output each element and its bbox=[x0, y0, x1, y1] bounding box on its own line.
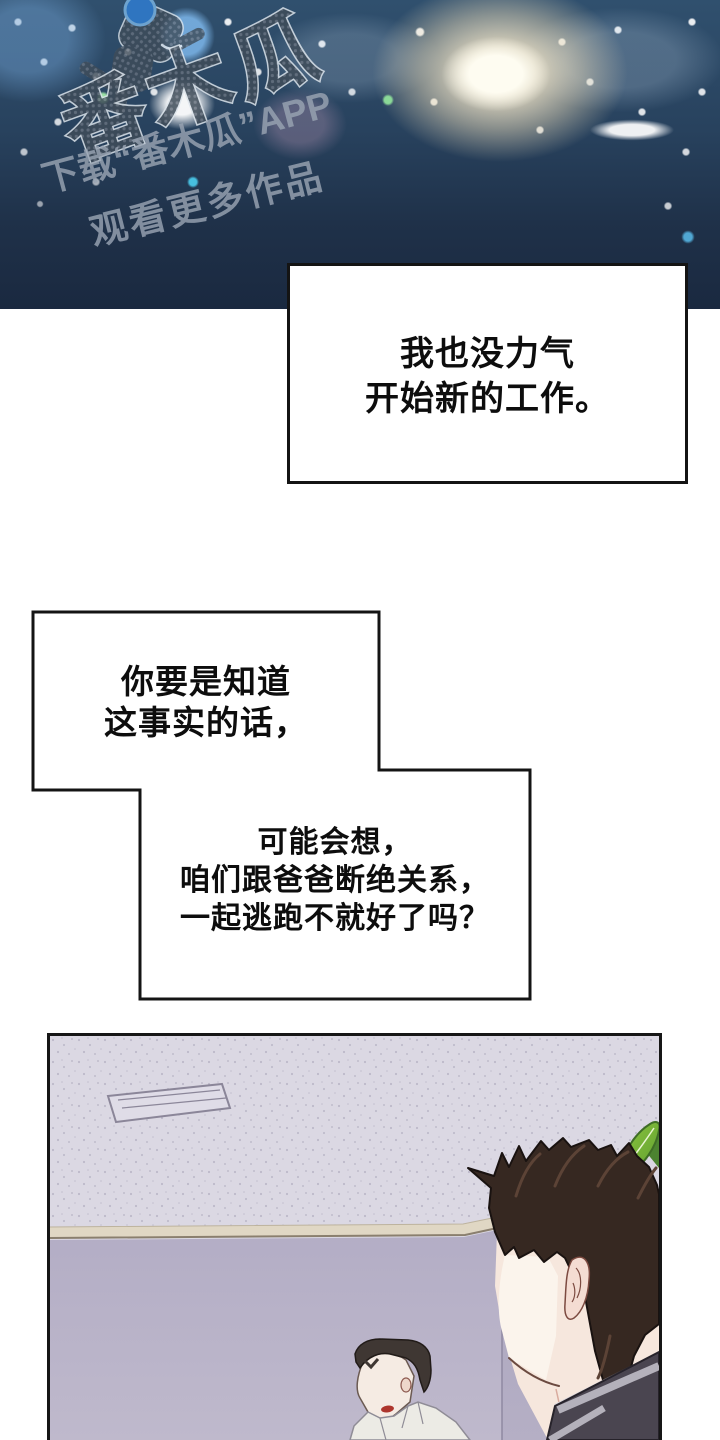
bubble-line: 我也没力气 bbox=[400, 335, 575, 373]
speech-bubble-2-3-outline bbox=[31, 610, 532, 1001]
speech-bubble-3-text: 可能会想， 咱们跟爸爸断绝关系， 一起逃跑不就好了吗？ bbox=[143, 824, 527, 938]
night-cityscape-panel: 番木瓜 下载“番木瓜”APP 观看更多作品 bbox=[0, 0, 720, 309]
papaya-mascot-icon bbox=[79, 0, 205, 114]
speech-bubble-1-text: 我也没力气 开始新的工作。 bbox=[290, 332, 685, 422]
bubble-line: 这事实的话， bbox=[104, 704, 308, 741]
bubble-line: 你要是知道 bbox=[121, 663, 291, 700]
office-scene-illustration bbox=[50, 1036, 659, 1440]
crown-molding bbox=[50, 1215, 503, 1239]
bubble-line: 可能会想， bbox=[257, 826, 413, 859]
bubble-line: 开始新的工作。 bbox=[365, 380, 610, 418]
foreground-man bbox=[467, 1137, 659, 1440]
bubble-line: 咱们跟爸爸断绝关系， bbox=[180, 864, 490, 897]
papaya-watermark-logo: 番木瓜 bbox=[48, 0, 336, 178]
office-scene-panel bbox=[47, 1033, 662, 1440]
speech-bubble-2-text: 你要是知道 这事实的话， bbox=[36, 661, 376, 743]
speech-bubble-1 bbox=[287, 263, 688, 484]
background-man bbox=[349, 1338, 471, 1440]
bubble-line: 一起逃跑不就好了吗？ bbox=[180, 902, 490, 935]
ceiling-vent bbox=[106, 1082, 232, 1124]
